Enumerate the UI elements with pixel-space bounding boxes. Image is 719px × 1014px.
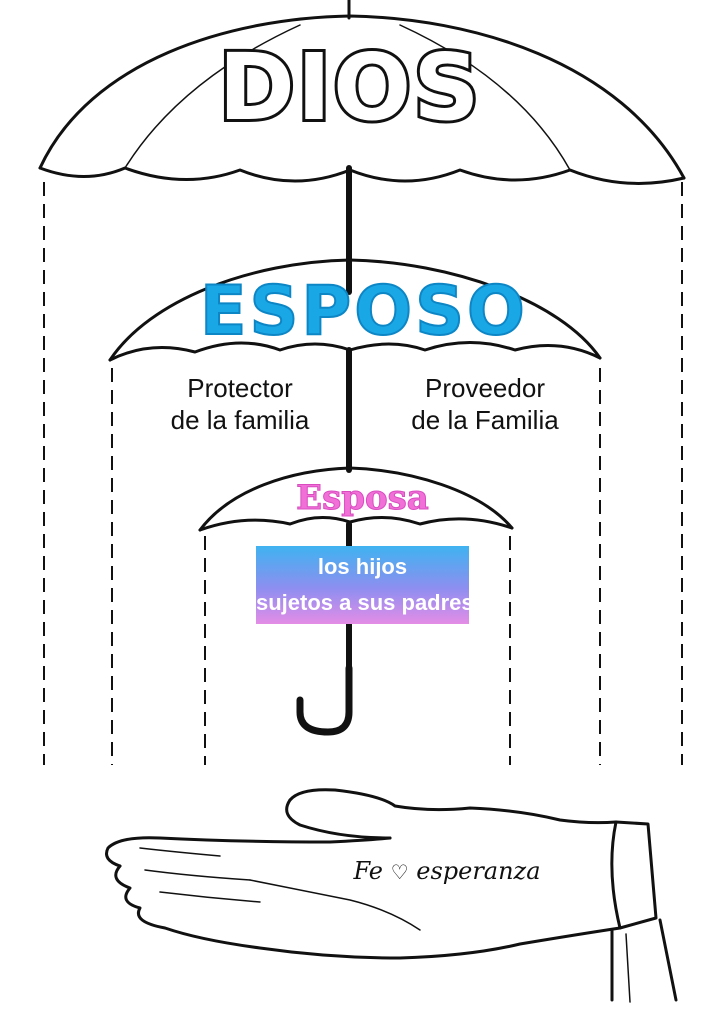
dashed-coverage-lines <box>43 182 683 765</box>
heart-icon: ♡ <box>390 860 409 884</box>
open-hand-icon <box>105 788 678 1003</box>
protector-caption: Protector de la familia <box>150 372 330 436</box>
proveedor-caption-line-2: de la Familia <box>411 405 559 435</box>
hijos-box: los hijos sujetos a sus padres <box>256 546 474 624</box>
hijos-line-1: los hijos <box>317 554 408 579</box>
esposo-label: ESPOSO <box>199 271 528 352</box>
fe-esperanza-label: Fe ♡ esperanza <box>332 856 562 887</box>
top-umbrella-icon <box>38 0 686 295</box>
dios-label: DIOS <box>215 34 482 141</box>
small-umbrella-icon <box>198 466 514 736</box>
middle-umbrella-icon <box>108 258 602 473</box>
hijos-line-2: sujetos a sus padres <box>256 590 474 615</box>
protector-caption-line-2: de la familia <box>170 405 310 435</box>
esperanza-word: esperanza <box>416 857 541 885</box>
protector-caption-line-1: Protector <box>187 373 293 403</box>
proveedor-caption-line-1: Proveedor <box>425 373 545 403</box>
esposa-label: Esposa <box>296 478 430 519</box>
fe-word: Fe <box>353 857 384 885</box>
proveedor-caption: Proveedor de la Familia <box>385 372 585 436</box>
